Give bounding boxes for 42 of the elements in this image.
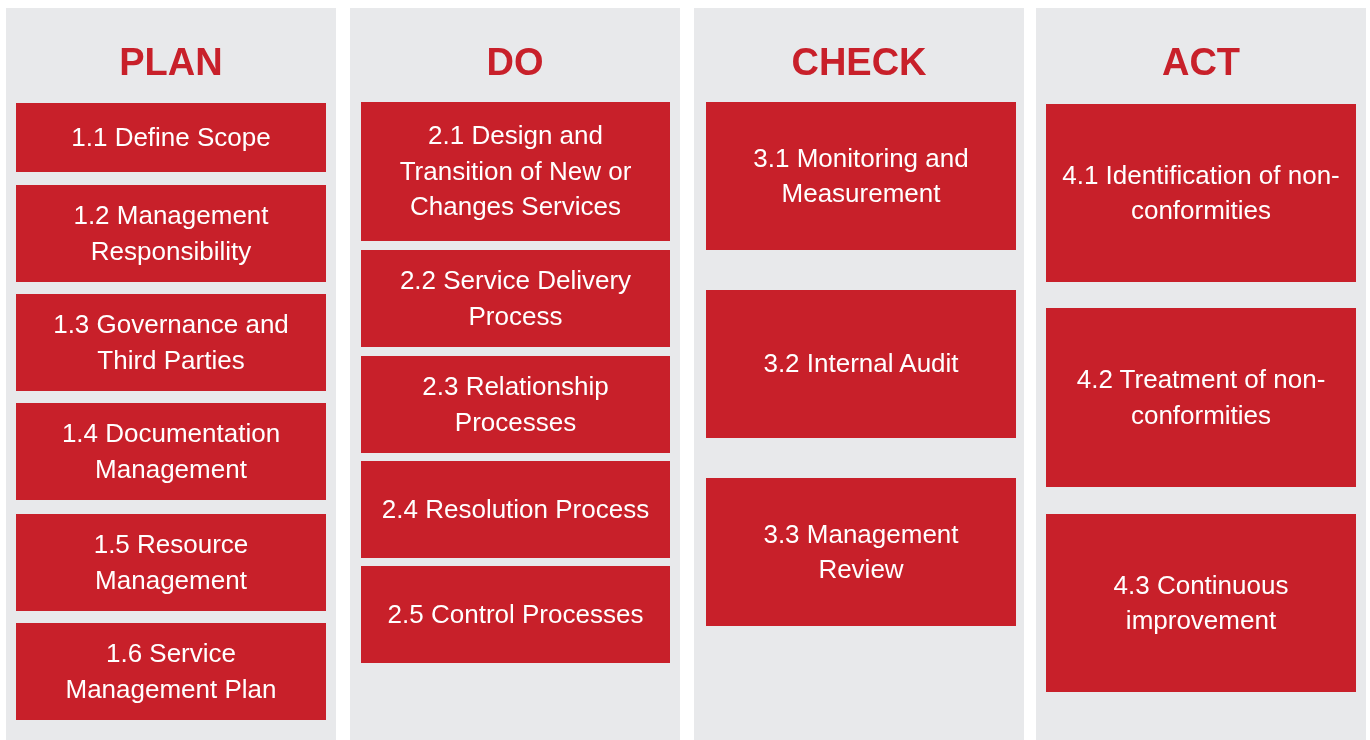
step-label: 2.5 Control Processes [387, 597, 644, 631]
column-panel [6, 8, 336, 740]
step-label: 3.1 Monitoring and Measurement [752, 141, 970, 210]
column-heading: PLAN [118, 40, 224, 85]
step-label: 4.2 Treatment of non-conformities [1075, 363, 1327, 432]
step-box [1046, 514, 1356, 692]
step-label: 1.5 Resource Management [92, 528, 250, 597]
step-box [361, 356, 670, 453]
step-box [1046, 104, 1356, 282]
step-label: 1.3 Governance and Third Parties [52, 308, 290, 377]
step-label: 4.1 Identification of non-conformities [1061, 158, 1341, 227]
step-label: 2.2 Service Delivery Process [398, 264, 633, 333]
step-label: 2.1 Design and Transition of New or Changes Services [398, 119, 633, 224]
step-box [361, 102, 670, 241]
column-panel [350, 8, 680, 740]
column-heading: DO [485, 40, 545, 85]
column-panel [694, 8, 1024, 740]
step-box [361, 250, 670, 347]
step-box [361, 566, 670, 663]
step-box [16, 185, 326, 282]
column-heading: CHECK [790, 40, 928, 85]
step-label: 1.2 Management Responsibility [72, 199, 270, 268]
step-box [16, 103, 326, 172]
column-panel [1036, 8, 1366, 740]
step-box [706, 478, 1016, 626]
step-box [1046, 308, 1356, 487]
step-box [16, 623, 326, 720]
step-box [706, 102, 1016, 250]
step-label: 2.3 Relationship Processes [421, 370, 610, 439]
step-label: 1.4 Documentation Management [60, 417, 282, 486]
step-label: 1.1 Define Scope [71, 120, 271, 154]
step-label: 3.2 Internal Audit [763, 347, 959, 381]
step-label: 2.4 Resolution Process [381, 492, 650, 526]
column-heading: ACT [1160, 40, 1242, 85]
step-box [706, 290, 1016, 438]
step-label: 3.3 Management Review [762, 517, 960, 586]
step-box [361, 461, 670, 558]
step-box [16, 294, 326, 391]
step-box [16, 514, 326, 611]
step-label: 4.3 Continuous improvement [1112, 568, 1290, 637]
step-box [16, 403, 326, 500]
step-label: 1.6 Service Management Plan [64, 637, 278, 706]
